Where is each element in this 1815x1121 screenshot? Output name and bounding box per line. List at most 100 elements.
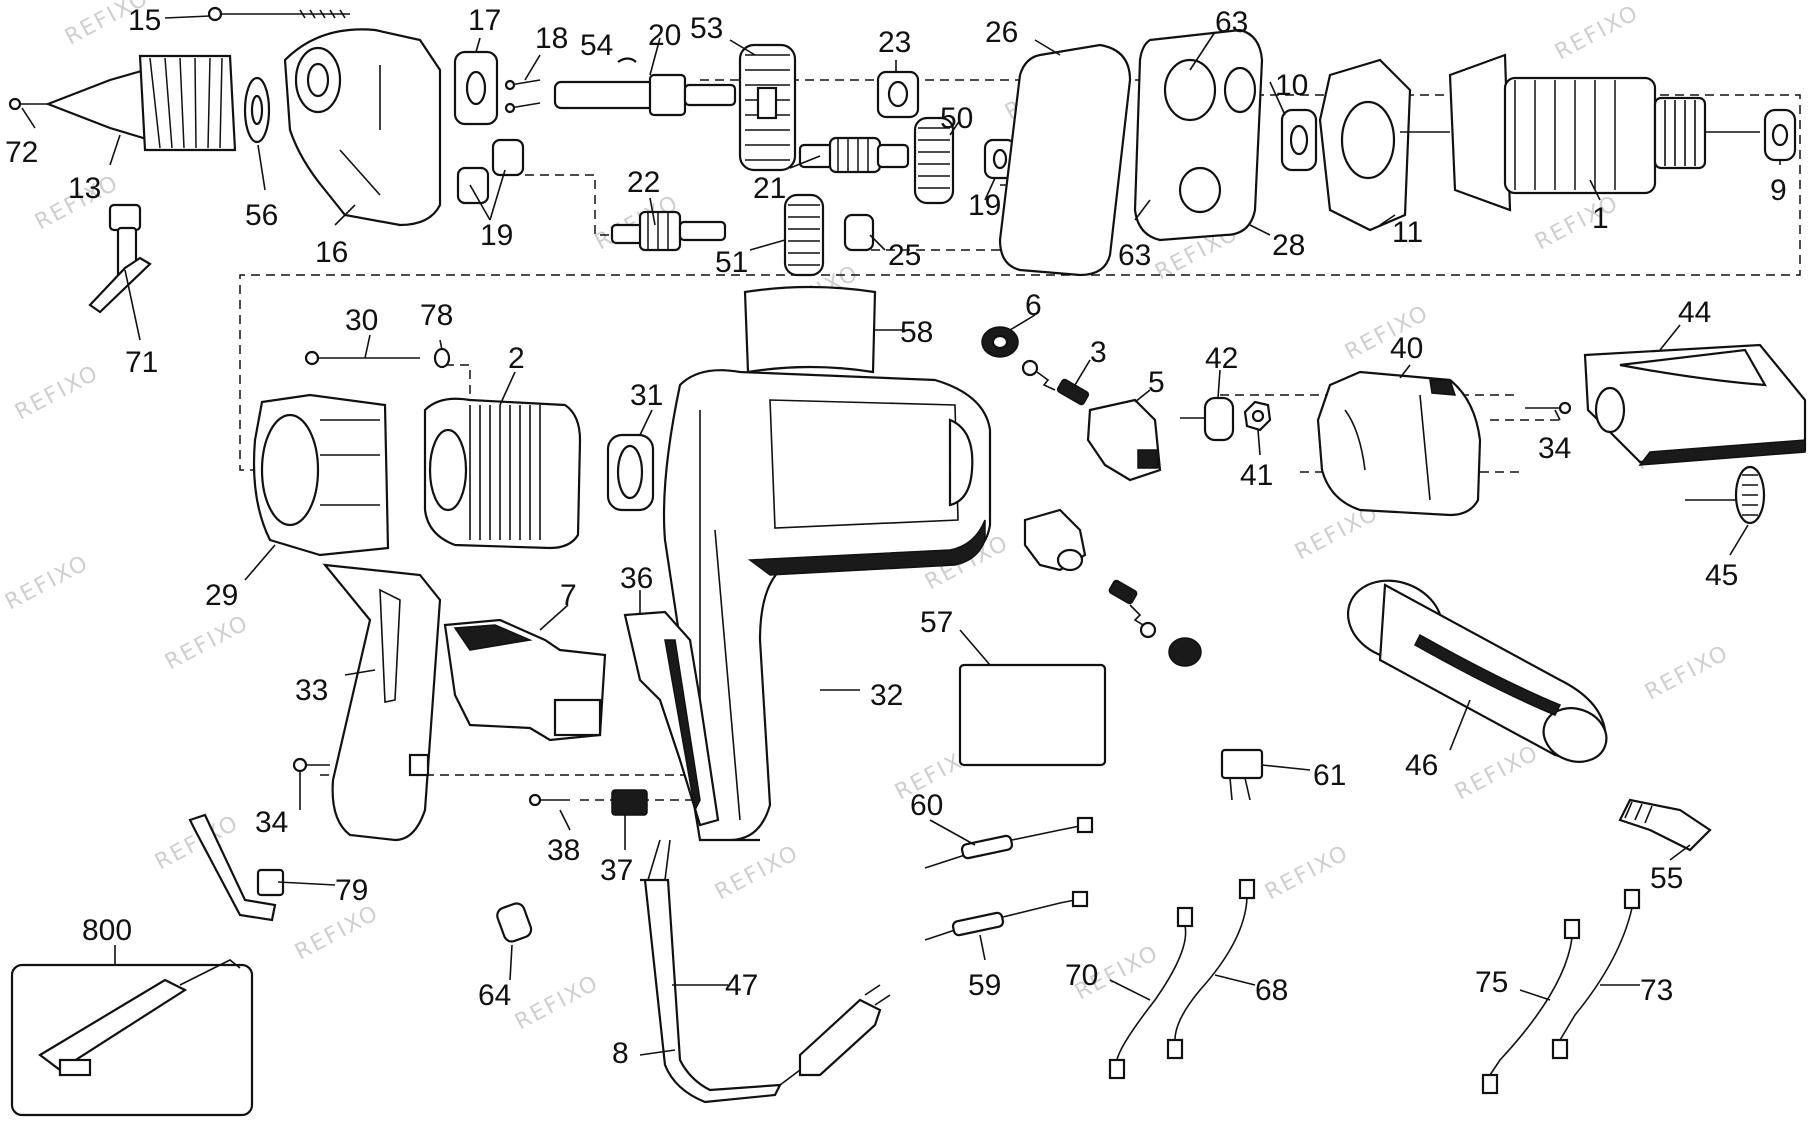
- watermark: REFIXO: [161, 610, 253, 675]
- watermark: REFIXO: [711, 840, 803, 905]
- part-label-13: 13: [68, 172, 101, 205]
- part-label-56: 56: [245, 199, 278, 232]
- part-72-screw: [8, 97, 48, 111]
- part-45-knob-screw: [1685, 465, 1766, 525]
- part-5-brush-holder: [1086, 398, 1162, 482]
- part-20-spindle: [553, 57, 737, 117]
- part-19-bushing: [456, 138, 525, 205]
- part-61-terminal: [1220, 748, 1264, 801]
- part-70-wire: [1108, 906, 1194, 1080]
- part-79-cord-protector: [188, 813, 285, 922]
- part-17-bearing: [453, 50, 499, 126]
- part-2-field: [423, 397, 582, 550]
- part-label-71: 71: [125, 346, 158, 379]
- part-42-spacer: [1180, 396, 1235, 442]
- part-label-19: 19: [480, 219, 513, 252]
- part-label-79: 79: [335, 874, 368, 907]
- part-label-15: 15: [128, 4, 161, 37]
- part-47-cord: [640, 839, 891, 1104]
- part-40-bracket: [1316, 370, 1482, 517]
- part-label-53: 53: [690, 12, 723, 45]
- part-22-shaft: [610, 210, 727, 252]
- part-label-2: 2: [508, 342, 525, 375]
- part-label-61: 61: [1313, 759, 1346, 792]
- part-59-wire: [924, 890, 1089, 941]
- part-10-bearing: [1280, 108, 1318, 172]
- part-label-25: 25: [888, 239, 921, 272]
- part-55-bolt: [1618, 798, 1712, 852]
- part-label-64: 64: [478, 979, 511, 1012]
- part-label-31: 31: [630, 379, 663, 412]
- part-label-21: 21: [753, 172, 786, 205]
- part-19-bushing: [983, 138, 1017, 180]
- part-6-brush-cap: [981, 326, 1019, 358]
- part-label-34: 34: [1538, 432, 1571, 465]
- part-label-60: 60: [910, 789, 943, 822]
- part-1-armature: [1400, 53, 1760, 212]
- part-label-46: 46: [1405, 749, 1438, 782]
- part-3-brush: [1021, 359, 1090, 406]
- part-label-72: 72: [5, 136, 38, 169]
- part-11-baffle: [1318, 58, 1412, 232]
- part-36-plate: [623, 610, 720, 827]
- part-56-washer: [243, 76, 271, 144]
- part-800-tester-box: [10, 959, 254, 1117]
- part-label-23: 23: [878, 26, 911, 59]
- part-label-54: 54: [580, 29, 613, 62]
- part-23-bushing: [876, 70, 920, 119]
- part-label-75: 75: [1475, 966, 1508, 999]
- part-28-bearing-housing: [1133, 28, 1264, 242]
- part-label-73: 73: [1640, 974, 1673, 1007]
- part-label-36: 36: [620, 562, 653, 595]
- part-31-ring: [606, 433, 655, 512]
- part-number-labels: 15 17 18 54 20 53 23 26 63 10 72 13 56 1…: [5, 4, 1787, 1070]
- part-label-29: 29: [205, 579, 238, 612]
- watermark: REFIXO: [1531, 190, 1623, 255]
- part-34-screw: [292, 757, 330, 773]
- part-label-58: 58: [900, 316, 933, 349]
- part-label-59: 59: [968, 969, 1001, 1002]
- watermark: REFIXO: [1, 550, 93, 615]
- part-label-34b: 34: [255, 806, 288, 839]
- part-label-45: 45: [1705, 559, 1738, 592]
- part-34-screw: [1525, 401, 1572, 415]
- part-78-washer: [433, 347, 451, 369]
- part-label-7: 7: [560, 579, 577, 612]
- part-46-side-handle: [1346, 579, 1608, 763]
- part-16-gear-case: [283, 28, 442, 227]
- part-label-47: 47: [725, 969, 758, 1002]
- part-21-pinion-shaft: [798, 136, 910, 174]
- part-38-screw: [528, 793, 570, 807]
- part-57-label: [958, 663, 1107, 767]
- part-75-wire: [1481, 918, 1581, 1095]
- part-label-18: 18: [535, 22, 568, 55]
- part-label-33: 33: [295, 674, 328, 707]
- part-44-handle-bracket: [1583, 343, 1807, 466]
- part-30-screw: [304, 350, 420, 366]
- part-7-switch: [443, 618, 607, 742]
- part-label-19b: 19: [968, 189, 1001, 222]
- part-label-44: 44: [1678, 296, 1711, 329]
- part-brush-holder-lower: [1023, 508, 1202, 667]
- part-label-38: 38: [547, 834, 580, 867]
- watermark: REFIXO: [1551, 0, 1643, 65]
- part-label-50: 50: [940, 102, 973, 135]
- part-label-8: 8: [612, 1037, 629, 1070]
- part-label-28: 28: [1272, 229, 1305, 262]
- part-73-wire: [1551, 888, 1641, 1060]
- part-41-nut: [1243, 400, 1272, 432]
- part-64-spring: [496, 902, 533, 943]
- part-label-10: 10: [1275, 69, 1308, 102]
- watermark: REFIXO: [1451, 740, 1543, 805]
- part-71-chuck-key: [88, 203, 152, 314]
- part-15-screw: [207, 6, 350, 22]
- part-label-11: 11: [1392, 216, 1423, 249]
- part-33-handle-half: [322, 563, 442, 842]
- part-label-68: 68: [1255, 974, 1288, 1007]
- part-32-housing: [662, 369, 992, 842]
- part-label-40: 40: [1390, 332, 1423, 365]
- watermark: REFIXO: [1261, 840, 1353, 905]
- part-label-51: 51: [715, 246, 748, 279]
- part-label-70: 70: [1065, 959, 1098, 992]
